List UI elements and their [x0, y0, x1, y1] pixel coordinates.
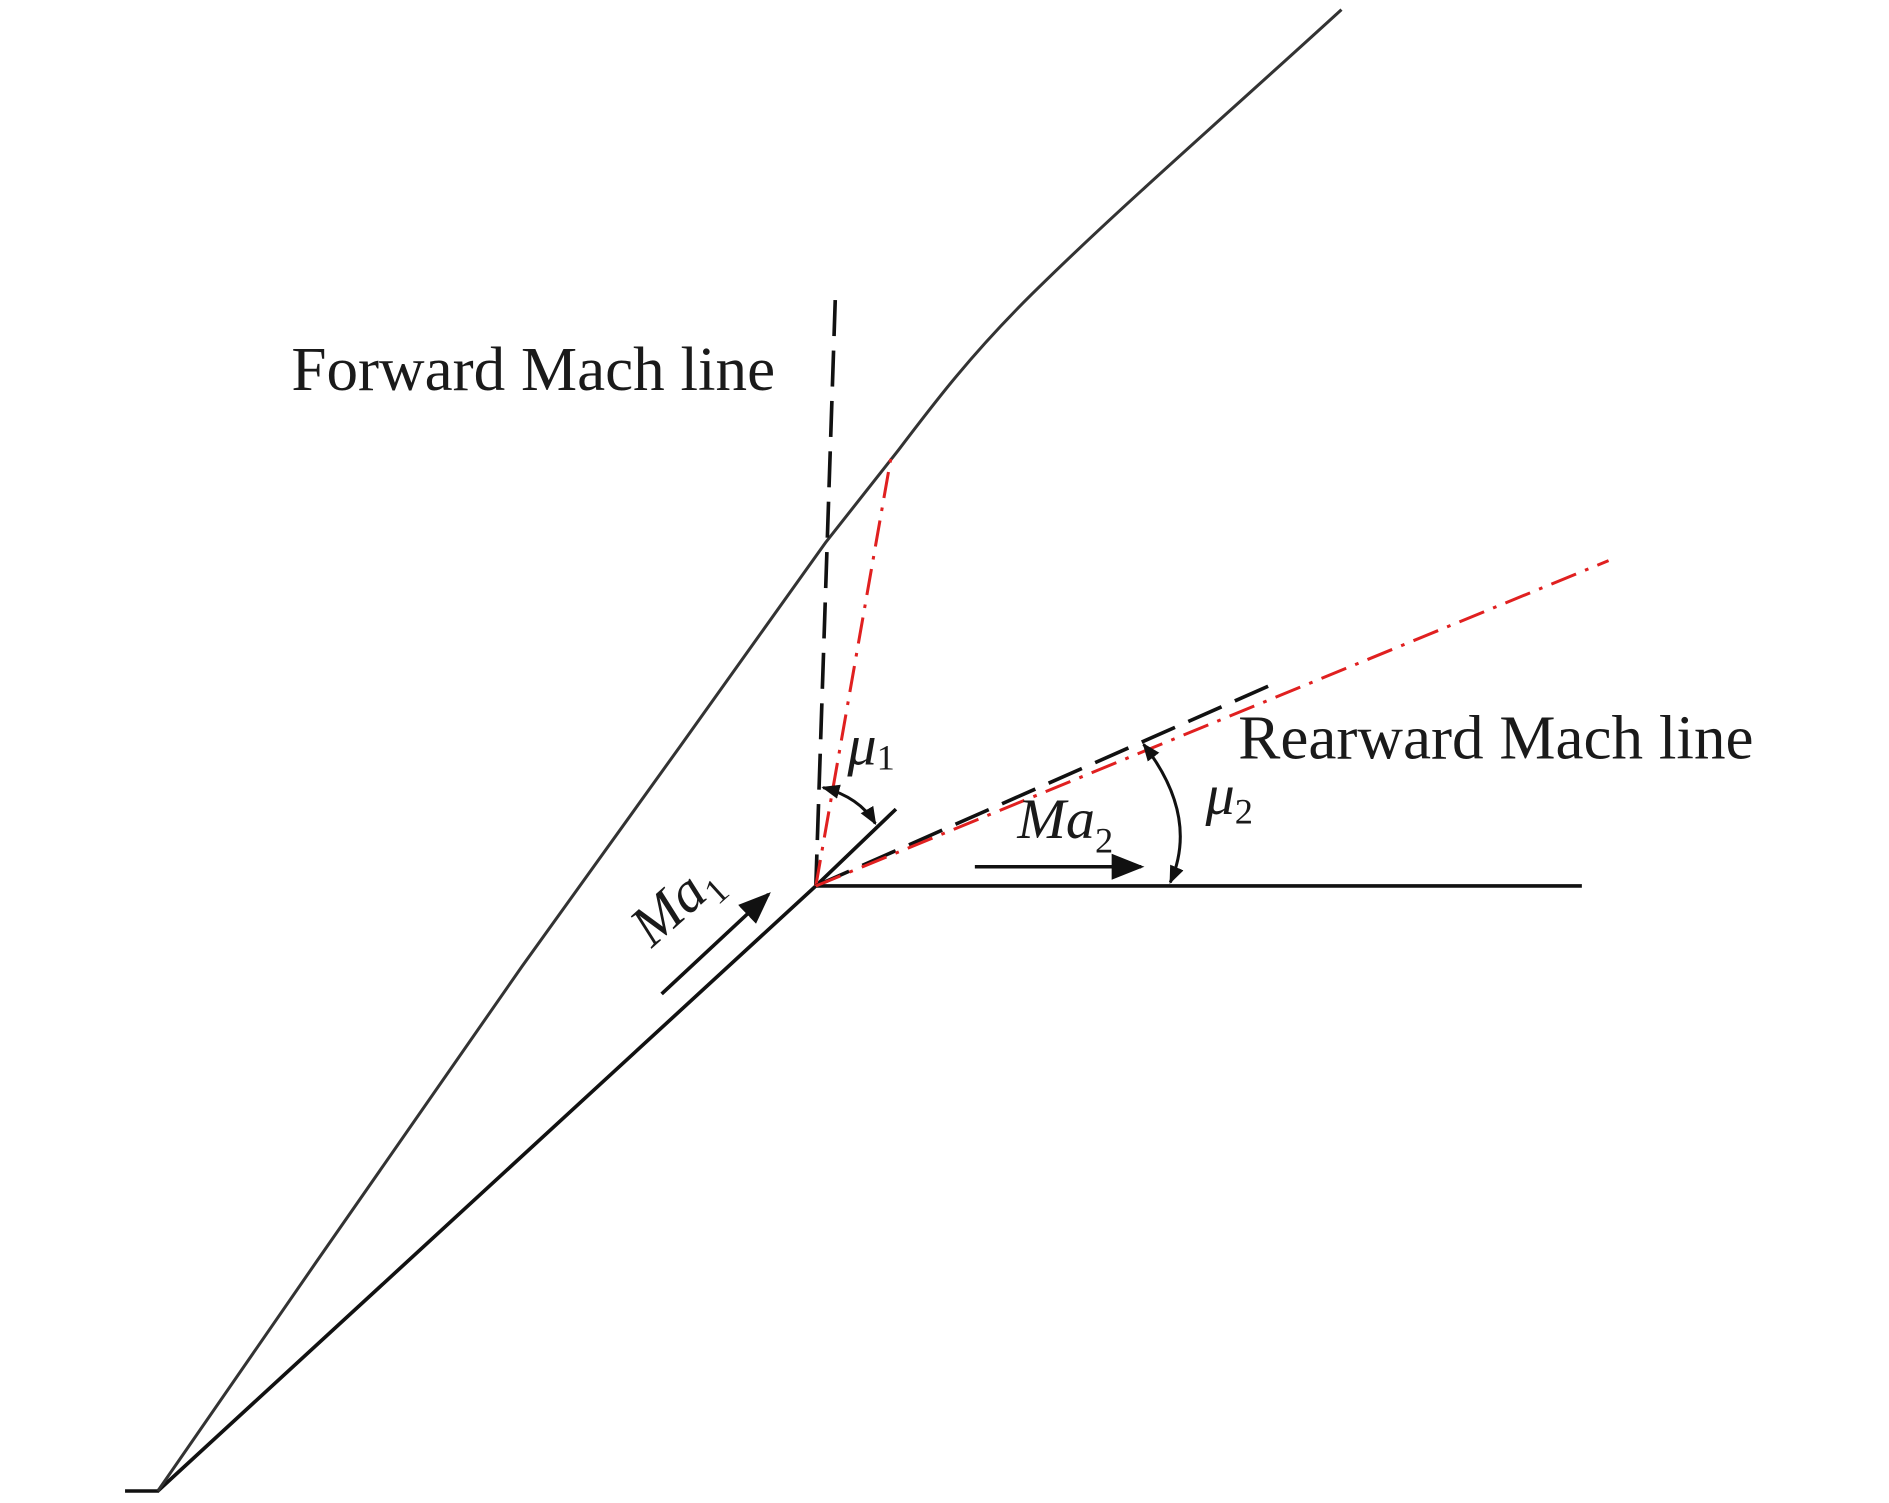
mu2-angle-arc [1142, 742, 1184, 885]
mu1-label: μ1 [846, 713, 894, 778]
mu1-angle-arc [821, 784, 877, 826]
wall-ramp [156, 884, 818, 1493]
mu2-label: μ2 [1205, 762, 1253, 831]
forward-mach-line [813, 300, 838, 887]
ma1-label: Ma1 [616, 847, 736, 964]
ma2-label: Ma2 [1016, 786, 1113, 860]
rearward-red-dashdot-line [815, 559, 1610, 888]
shock-wave-curve [156, 8, 1343, 1492]
ramp-extension [814, 807, 898, 888]
forward-mach-line-label: Forward Mach line [291, 334, 775, 404]
ma1-flow-arrow [660, 892, 771, 996]
rearward-mach-line-label: Rearward Mach line [1238, 703, 1753, 773]
rearward-mach-line [815, 679, 1282, 888]
